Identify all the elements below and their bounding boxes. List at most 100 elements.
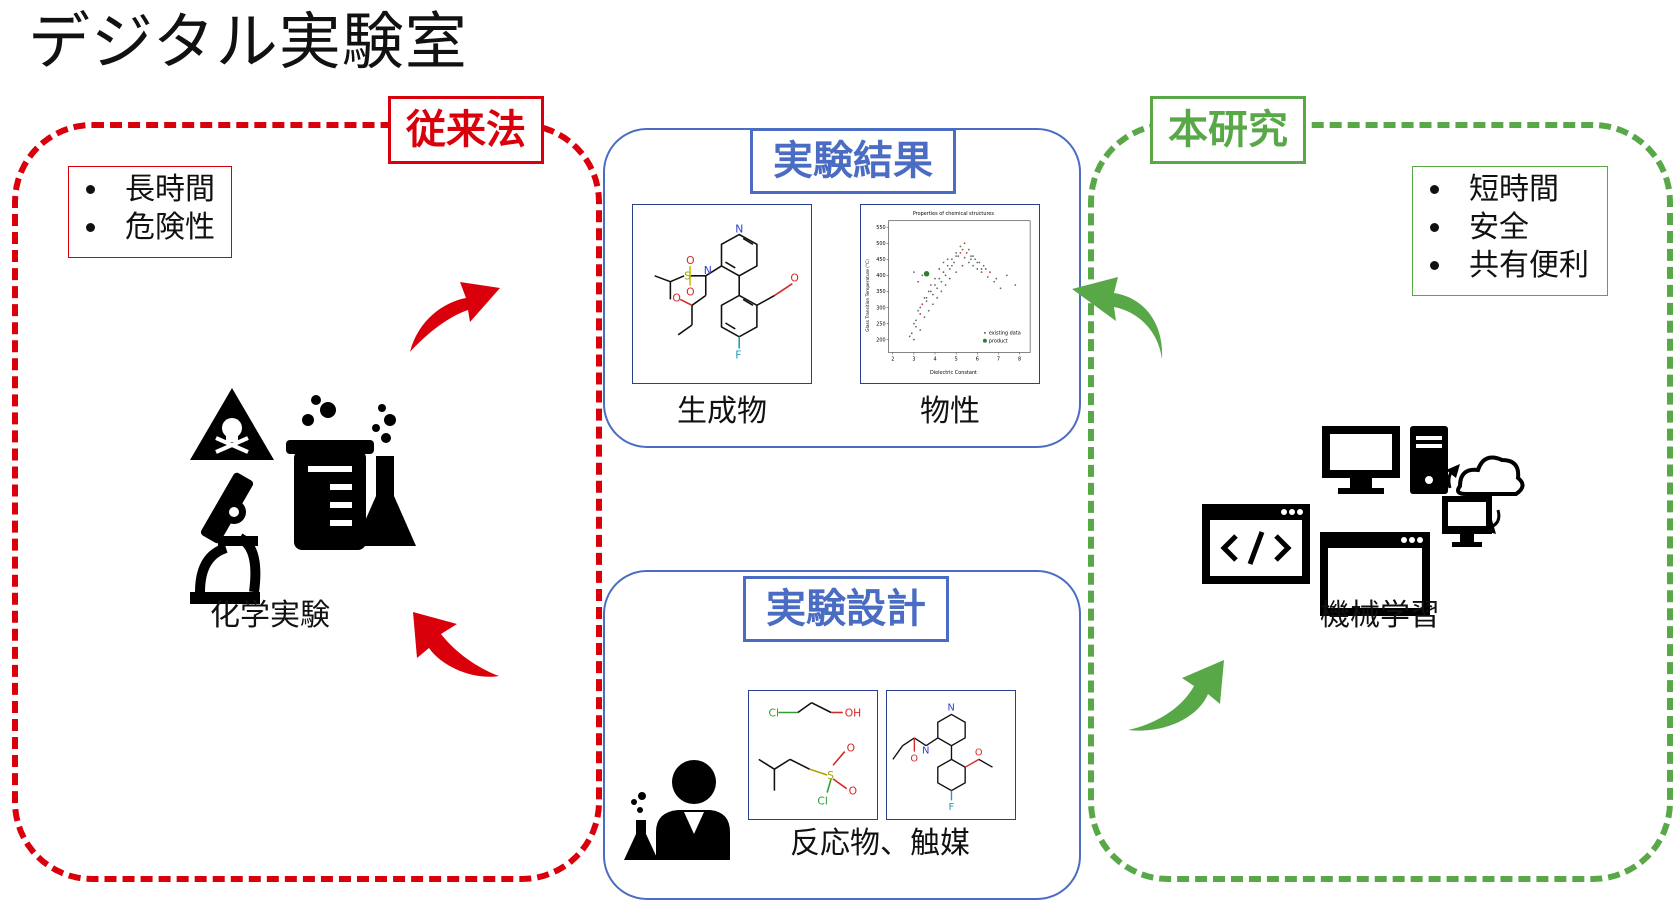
chart-point bbox=[948, 277, 951, 280]
scientist-icon bbox=[624, 760, 730, 860]
this-study-notes-box: 短時間 安全 共有便利 bbox=[1412, 166, 1608, 296]
arrow-from-design-red-icon bbox=[413, 612, 499, 677]
chart-point bbox=[925, 300, 928, 302]
chart-point bbox=[923, 296, 926, 299]
chart-point bbox=[957, 255, 960, 257]
chart-point bbox=[972, 255, 974, 257]
chart-point bbox=[913, 338, 915, 341]
atom-label-n: N bbox=[948, 703, 955, 714]
chart-title: Properties of chemical structures bbox=[913, 211, 995, 217]
chart-point bbox=[946, 258, 949, 261]
catalyst-molecule-structure: N N O O F bbox=[892, 703, 993, 813]
conventional-notes-box: 長時間 危険性 bbox=[68, 166, 232, 258]
chart-point bbox=[942, 271, 945, 274]
reactant-molecules-frame: Cl OH S O O Cl bbox=[748, 690, 878, 820]
chart-y-tick-label: 500 bbox=[876, 241, 885, 247]
chart-point bbox=[963, 256, 966, 259]
microscope-icon bbox=[190, 472, 261, 604]
code-window-icon bbox=[1202, 504, 1310, 584]
chart-point bbox=[940, 290, 943, 293]
note-item: 安全 bbox=[1455, 209, 1597, 247]
chart-point bbox=[938, 277, 941, 280]
chart-point bbox=[921, 303, 924, 306]
chart-x-tick-label: 5 bbox=[955, 356, 958, 362]
product-molecule-frame: N N S O O O O F bbox=[632, 204, 812, 384]
property-label: 物性 bbox=[920, 394, 980, 429]
chart-point bbox=[934, 284, 936, 286]
chart-x-tick-label: 4 bbox=[933, 356, 936, 362]
chart-point bbox=[948, 268, 951, 270]
chart-point bbox=[972, 264, 974, 267]
chart-y-tick-label: 300 bbox=[876, 305, 885, 311]
chart-point bbox=[978, 261, 981, 264]
atom-label-o: O bbox=[847, 742, 855, 755]
chart-point bbox=[963, 242, 966, 245]
chart-point bbox=[917, 280, 920, 283]
toxic-hazard-icon bbox=[190, 388, 274, 460]
atom-label-f: F bbox=[735, 348, 741, 361]
chart-point bbox=[986, 276, 989, 278]
chart-point bbox=[1006, 274, 1008, 277]
chart-point bbox=[929, 290, 932, 293]
note-item: 共有便利 bbox=[1455, 247, 1597, 285]
chart-y-tick-label: 400 bbox=[876, 273, 885, 279]
chart-point bbox=[913, 322, 915, 325]
chart-point bbox=[1014, 284, 1017, 286]
chart-legend-label: product bbox=[989, 338, 1008, 344]
chart-point bbox=[932, 293, 934, 296]
chart-point bbox=[936, 287, 939, 290]
chart-x-tick-label: 3 bbox=[912, 356, 915, 362]
chart-x-tick-label: 7 bbox=[997, 356, 1000, 362]
chart-point bbox=[989, 271, 991, 274]
chart-point bbox=[970, 255, 972, 257]
chart-point bbox=[921, 274, 924, 277]
chart-point bbox=[938, 268, 941, 270]
chart-point bbox=[965, 251, 968, 254]
chart-point bbox=[995, 277, 998, 280]
chart-y-tick-label: 350 bbox=[876, 289, 885, 295]
chart-y-tick-label: 550 bbox=[876, 225, 885, 231]
chart-legend-marker bbox=[982, 338, 987, 343]
chart-y-tick-label: 200 bbox=[876, 337, 885, 343]
chart-point bbox=[980, 271, 983, 274]
chart-plot-area bbox=[888, 220, 1031, 353]
chart-point bbox=[967, 261, 970, 264]
chemical-experiment-label: 化学実験 bbox=[210, 598, 330, 633]
chart-point bbox=[942, 261, 945, 264]
property-scatter-chart: Properties of chemical structures Dielec… bbox=[865, 211, 1031, 376]
chart-point bbox=[929, 284, 932, 286]
product-label: 生成物 bbox=[677, 394, 767, 429]
chart-point bbox=[940, 280, 943, 283]
chart-x-tick-label: 8 bbox=[1018, 356, 1021, 362]
chart-point bbox=[980, 268, 983, 270]
this-study-panel bbox=[1088, 122, 1673, 882]
chart-point bbox=[932, 303, 934, 306]
note-item: 長時間 bbox=[111, 171, 221, 209]
this-study-tag: 本研究 bbox=[1150, 96, 1306, 164]
chart-point bbox=[919, 329, 922, 331]
computer-tower-icon bbox=[1410, 426, 1448, 494]
atom-label-n: N bbox=[922, 746, 929, 757]
catalyst-molecule-frame: N N O O F bbox=[886, 690, 1016, 820]
chart-point bbox=[915, 319, 917, 322]
note-item: 短時間 bbox=[1455, 171, 1597, 209]
chart-point bbox=[976, 268, 979, 270]
product-molecule-structure: N N S O O O O F bbox=[654, 223, 799, 361]
atom-label-o: O bbox=[790, 272, 799, 285]
chart-point bbox=[955, 255, 958, 257]
chart-point bbox=[974, 258, 977, 261]
chart-point bbox=[982, 264, 985, 267]
property-chart-frame: Properties of chemical structures Dielec… bbox=[860, 204, 1040, 384]
chart-x-tick-label: 6 bbox=[976, 356, 979, 362]
chart-point bbox=[936, 296, 939, 299]
chart-y-tick-label: 250 bbox=[876, 321, 885, 327]
chart-point bbox=[910, 332, 913, 335]
chart-point bbox=[919, 313, 922, 315]
reactant-molecules-structure: Cl OH S O O Cl bbox=[758, 702, 861, 807]
chart-point bbox=[919, 306, 922, 309]
chart-point bbox=[934, 277, 936, 280]
chart-point bbox=[951, 264, 953, 267]
chart-point bbox=[944, 284, 947, 286]
experiment-design-tag: 実験設計 bbox=[743, 576, 949, 642]
chart-point bbox=[961, 264, 964, 267]
